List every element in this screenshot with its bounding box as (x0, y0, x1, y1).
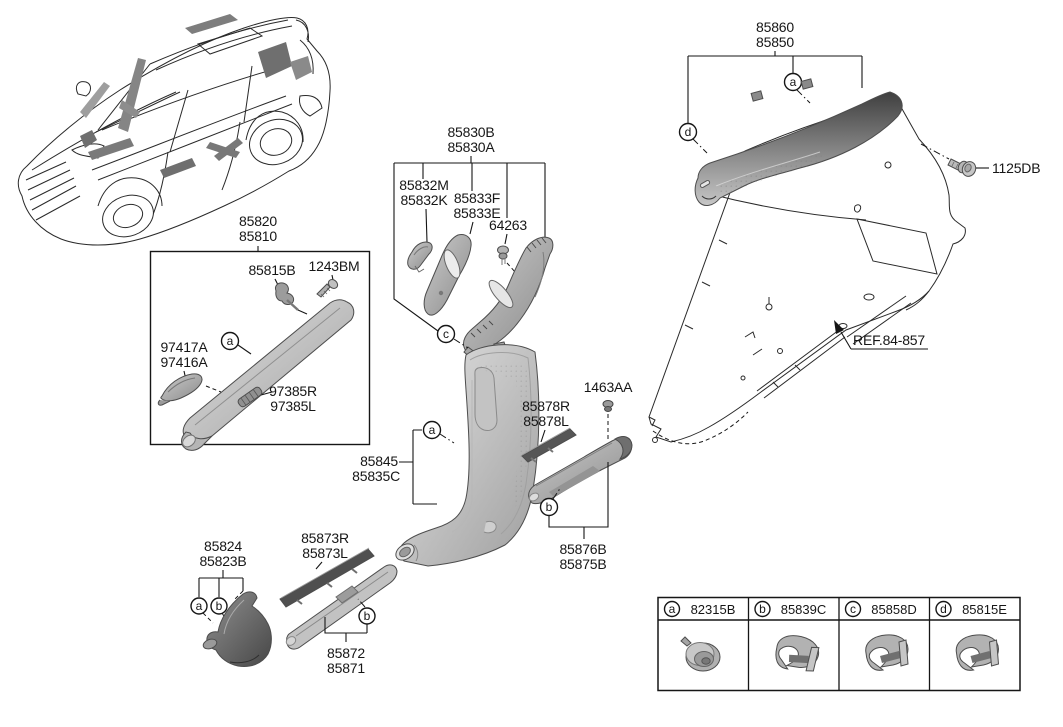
part-label-85845: 85845 (360, 453, 398, 469)
ref-label: REF.84-857 (853, 332, 925, 348)
part-label-85871: 85871 (327, 660, 365, 676)
part-label-85832M: 85832M (399, 177, 448, 193)
part-85860-luggage-upper-trim (694, 78, 903, 206)
svg-text:a: a (429, 423, 436, 437)
svg-text:d: d (940, 602, 947, 616)
svg-text:b: b (759, 602, 766, 616)
part-label-1125DB: 1125DB (992, 160, 1040, 176)
part-label-1463AA: 1463AA (584, 379, 633, 395)
svg-text:a: a (227, 334, 234, 348)
front-sill-group: 85824 85823B a b 85873R 85873L b 85872 8… (190, 530, 398, 676)
legend-code-85839C: 85839C (781, 602, 827, 617)
svg-text:b: b (216, 599, 223, 613)
legend-code-82315B: 82315B (691, 602, 736, 617)
part-label-85835C: 85835C (352, 468, 400, 484)
legend-cell-c: c 85858D (844, 600, 917, 671)
part-label-85878R: 85878R (522, 398, 570, 414)
part-label-97416A: 97416A (160, 354, 208, 370)
callout-a-quarter: a (783, 72, 803, 92)
legend-cell-b: b 85839C (754, 600, 827, 678)
part-97417 (157, 373, 203, 406)
callout-b-cowl: b (210, 597, 228, 615)
detail-box (149, 250, 371, 446)
part-label-97385R: 97385R (269, 383, 317, 399)
a-pillar-trim-part (181, 299, 355, 451)
rear-wheel (249, 118, 303, 166)
a-pillar-detail-group: 85820 85810 85815B 1243BM a 97417A 97416… (149, 213, 371, 451)
part-label-85824: 85824 (204, 538, 242, 554)
push-pin-grommet-icon (680, 636, 721, 672)
svg-text:a: a (196, 599, 203, 613)
part-label-85830B: 85830B (447, 124, 494, 140)
part-85833 (423, 234, 472, 316)
b-pillar-lower-group: 85845 85835C a (352, 344, 540, 567)
part-label-85833E: 85833E (453, 205, 500, 221)
part-label-97417A: 97417A (160, 339, 208, 355)
legend-cell-a: a 82315B (663, 600, 736, 672)
bolt-1125DB (920, 143, 977, 177)
svg-text:c: c (850, 602, 856, 616)
svg-text:a: a (669, 602, 676, 616)
part-label-85873R: 85873R (301, 530, 349, 546)
part-label-85823B: 85823B (199, 553, 246, 569)
quarter-panel-details (648, 161, 938, 445)
part-label-85830A: 85830A (447, 139, 495, 155)
part-85830-b-pillar-upper (463, 236, 554, 359)
part-label-85833F: 85833F (454, 190, 500, 206)
svg-text:d: d (685, 125, 692, 139)
part-label-85860: 85860 (756, 19, 794, 35)
highlighted-trim-locations (80, 14, 312, 178)
mirror-sketch (75, 81, 91, 97)
legend-code-85858D: 85858D (871, 602, 917, 617)
front-wheel (102, 194, 154, 238)
vehicle-overview-illustration (17, 14, 331, 246)
part-label-85832K: 85832K (400, 192, 448, 208)
part-label-85876B: 85876B (559, 541, 606, 557)
part-label-64263: 64263 (489, 217, 527, 233)
svg-text:b: b (364, 609, 371, 623)
part-85878-strip (521, 427, 577, 463)
svg-text:b: b (546, 500, 553, 514)
callout-a-box1: a (220, 331, 240, 351)
part-label-85815B: 85815B (248, 262, 295, 278)
part-label-85810: 85810 (239, 228, 277, 244)
callout-a-center: a (422, 420, 442, 440)
part-85832 (407, 241, 433, 273)
part-85845-b-pillar-lower (395, 344, 540, 567)
part-85873-strip (279, 547, 375, 608)
callout-c: c (436, 324, 456, 344)
ref-84-857-callout: REF.84-857 (834, 320, 928, 350)
svg-text:a: a (790, 75, 797, 89)
callout-d-quarter: d (678, 122, 698, 142)
rear-sill-group: 85878R 85878L 1463AA b 85876B 85875B (521, 379, 633, 572)
clip-64263 (497, 245, 509, 265)
clip-85815B (275, 282, 299, 311)
part-label-85850: 85850 (756, 34, 794, 50)
svg-text:c: c (443, 327, 449, 341)
legend-table: a 82315B b 85839C c 85858D d 85815E (657, 596, 1021, 692)
callout-b-rear: b (539, 497, 559, 517)
part-label-85873L: 85873L (302, 545, 348, 561)
quarter-panel-outline (648, 99, 966, 443)
part-85872-front-sill (285, 564, 398, 650)
legend-code-85815E: 85815E (962, 602, 1007, 617)
part-label-85872: 85872 (327, 645, 365, 661)
callout-b-front: b (358, 607, 376, 625)
part-label-97385L: 97385L (270, 398, 316, 414)
part-label-85820: 85820 (239, 213, 277, 229)
clip-1463AA (602, 400, 614, 412)
part-85824-cowl-trim (202, 591, 272, 667)
part-label-85878L: 85878L (523, 413, 569, 429)
screw-1243BM (316, 279, 339, 298)
legend-cell-d: d 85815E (935, 600, 1007, 671)
rear-quarter-group: 85860 85850 a d 1125DB REF.84-857 (648, 19, 1041, 445)
callout-a-cowl: a (190, 597, 208, 615)
part-label-85875B: 85875B (559, 556, 606, 572)
b-pillar-upper-group: 85830B 85830A 85832M 85832K 85833F 85833… (393, 124, 554, 359)
part-label-1243BM: 1243BM (309, 258, 360, 274)
part-97385-grille (237, 386, 263, 408)
